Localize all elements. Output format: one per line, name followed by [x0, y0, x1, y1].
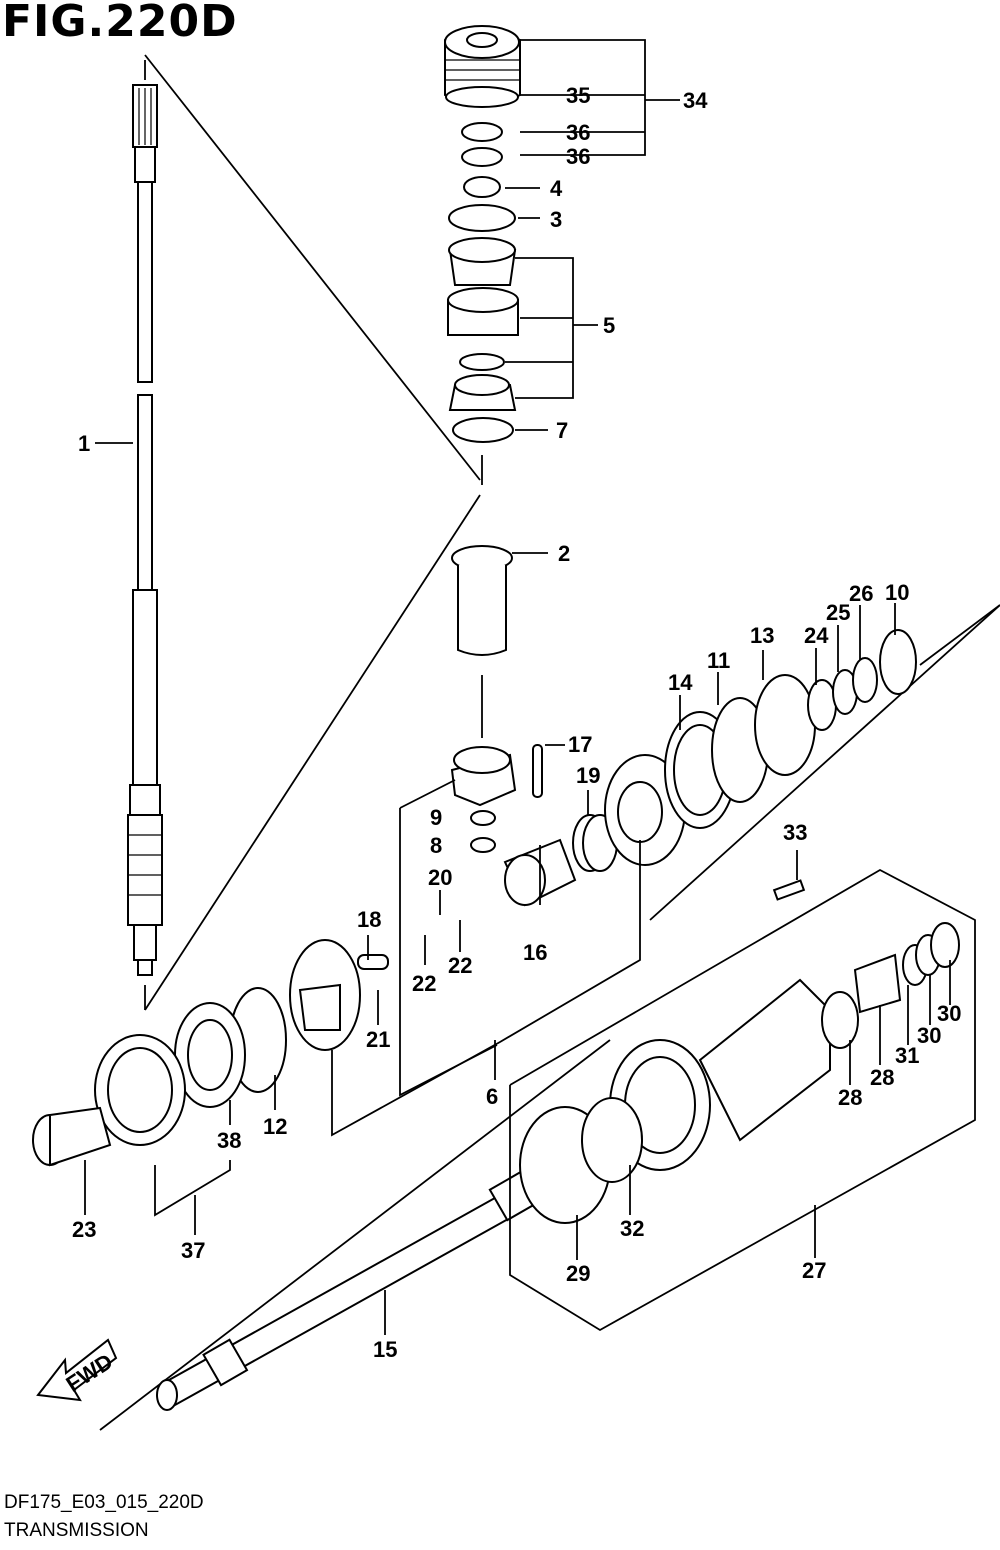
callout-label: 25: [826, 600, 850, 625]
drive-shaft-part-1: [127, 84, 163, 976]
figure-code: DF175_E03_015_220D: [4, 1492, 204, 1513]
bearing-38: [174, 1002, 246, 1108]
bearing-housing-37: [94, 1034, 186, 1146]
callout-label: 1: [78, 431, 90, 456]
callout-labels: 1 2 3 4 5 6 7 8 9 10 11 12 13 14 15 16 1…: [72, 83, 961, 1362]
callout-label: 18: [357, 907, 381, 932]
callout-label: 27: [802, 1258, 826, 1283]
bearing-housing-part-34: [444, 25, 521, 443]
callout-label: 14: [668, 670, 693, 695]
callout-label: 19: [576, 763, 600, 788]
callout-label: 10: [885, 580, 909, 605]
sleeve-part-2: [451, 545, 513, 656]
callout-label: 24: [804, 623, 829, 648]
callout-label: 9: [430, 805, 442, 830]
callout-label: 29: [566, 1261, 590, 1286]
callout-label: 28: [870, 1065, 894, 1090]
bearing-carrier-part-27: [519, 922, 960, 1224]
callout-label: 17: [568, 732, 592, 757]
callout-label: 4: [550, 176, 563, 201]
callout-label: 37: [181, 1238, 205, 1263]
leader-lines: [84, 39, 976, 1335]
reverse-gear: [289, 939, 361, 1051]
callout-label: 2: [558, 541, 570, 566]
callout-label: 21: [366, 1027, 390, 1052]
propeller-shaft-part-15: [156, 1163, 562, 1411]
callout-label: 6: [486, 1084, 498, 1109]
forward-direction-arrow: FWD: [36, 1338, 118, 1402]
callout-label: 35: [566, 83, 590, 108]
callout-label: 23: [72, 1217, 96, 1242]
callout-label: 31: [895, 1043, 919, 1068]
callout-label: 33: [783, 820, 807, 845]
callout-label: 30: [917, 1023, 941, 1048]
callout-label: 13: [750, 623, 774, 648]
bushing-23: [32, 1106, 112, 1167]
rings-24-26-10: [807, 629, 917, 731]
callout-label: 8: [430, 833, 442, 858]
callout-label: 22: [448, 953, 472, 978]
callout-label: 5: [603, 313, 615, 338]
callout-label: 15: [373, 1337, 397, 1362]
callout-label: 38: [217, 1128, 241, 1153]
callout-label: 30: [937, 1001, 961, 1026]
figure-title: FIG.220D: [2, 0, 238, 47]
callout-label: 7: [556, 418, 568, 443]
washers-8-9: [470, 810, 496, 853]
callout-label: 36: [566, 144, 590, 169]
callout-label: 36: [566, 120, 590, 145]
callout-label: 26: [849, 581, 873, 606]
callout-label: 16: [523, 940, 547, 965]
callout-label: 20: [428, 865, 452, 890]
figure-name: TRANSMISSION: [4, 1520, 149, 1541]
callout-label: 28: [838, 1085, 862, 1110]
reference-lines: [99, 54, 1000, 1431]
shims-11-13: [711, 674, 816, 803]
callout-label: 11: [707, 648, 730, 673]
pin-18: [357, 954, 389, 970]
callout-label: 22: [412, 971, 436, 996]
callout-label: 34: [683, 88, 708, 113]
bolt-33: [772, 879, 806, 901]
callout-label: 12: [263, 1114, 287, 1139]
pin-17: [532, 744, 543, 798]
callout-label: 32: [620, 1216, 644, 1241]
pinion-gear: [450, 746, 517, 807]
callout-label: 3: [550, 207, 562, 232]
